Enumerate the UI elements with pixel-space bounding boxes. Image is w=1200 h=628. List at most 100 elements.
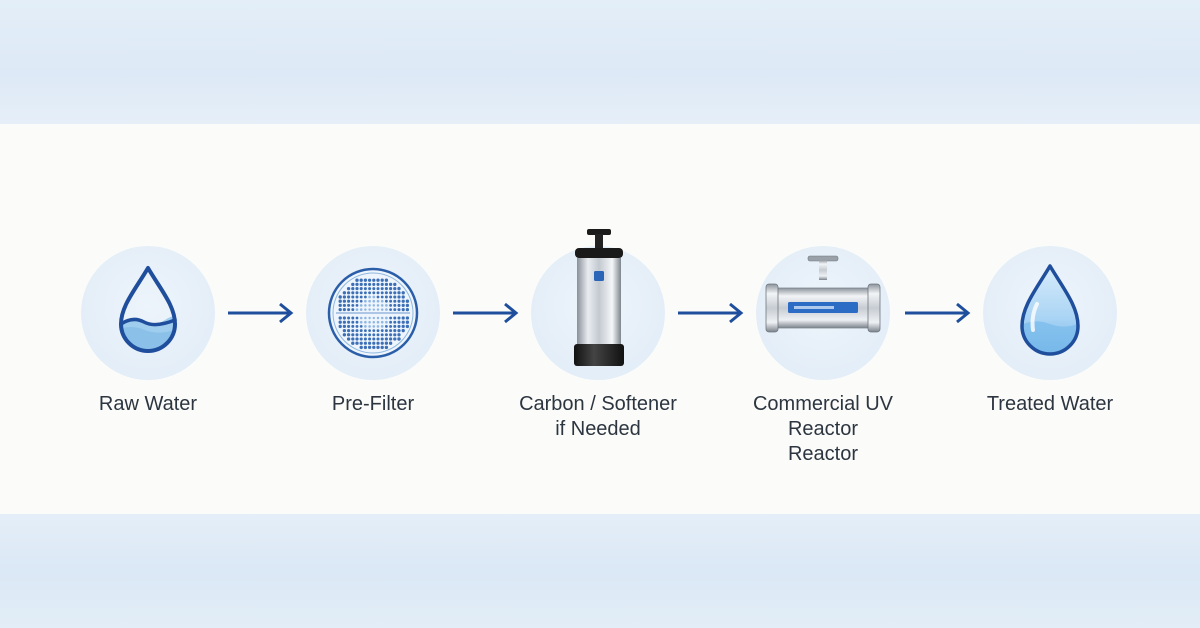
step-label: Carbon / Softener if Needed xyxy=(519,393,677,440)
step-label: Raw Water xyxy=(98,393,198,415)
filter-dot xyxy=(405,324,410,329)
filter-dot xyxy=(389,333,393,337)
filter-dot xyxy=(338,299,342,303)
filter-dot xyxy=(384,287,388,291)
filter-dot xyxy=(380,333,384,337)
filter-dot xyxy=(380,299,384,303)
filter-dot xyxy=(389,299,393,303)
filter-dot xyxy=(359,341,363,345)
filter-dot xyxy=(376,316,380,320)
filter-dot xyxy=(389,329,393,333)
filter-dot xyxy=(389,308,392,311)
filter-dot xyxy=(393,291,397,295)
filter-dot xyxy=(355,324,359,328)
filter-dot xyxy=(389,320,393,324)
filter-dot xyxy=(342,291,347,295)
filter-dot xyxy=(368,299,371,303)
filter-dot xyxy=(355,295,359,299)
step-uv-reactor: Commercial UV Reactor Reactor xyxy=(733,246,913,467)
filter-dot xyxy=(372,333,376,337)
filter-dot xyxy=(347,320,351,324)
filter-dot xyxy=(397,303,401,307)
filter-dot xyxy=(385,316,388,320)
filter-dot xyxy=(376,333,380,337)
filter-dot xyxy=(342,303,346,307)
filter-dot xyxy=(363,345,368,350)
filter-dot xyxy=(380,278,384,282)
filter-dot xyxy=(393,303,397,307)
clean-water-drop-icon xyxy=(1020,264,1080,356)
filter-dot xyxy=(372,299,376,303)
filter-dot xyxy=(380,316,384,320)
step-label: Pre-Filter xyxy=(331,393,415,415)
filter-dot xyxy=(364,316,367,320)
filter-dot xyxy=(401,291,405,295)
filter-dot xyxy=(393,316,397,320)
filter-dot xyxy=(405,307,410,312)
filter-dot xyxy=(359,295,363,299)
filter-dot xyxy=(405,303,410,308)
filter-dot xyxy=(368,320,371,324)
filter-dot xyxy=(347,308,351,312)
filter-dot xyxy=(401,316,405,320)
filter-dot xyxy=(397,316,401,320)
filter-dot xyxy=(397,328,401,333)
filter-dot xyxy=(372,345,376,350)
water-drop-icon xyxy=(119,266,177,353)
filter-dot xyxy=(342,316,346,320)
filter-dot xyxy=(355,333,359,337)
filter-dot xyxy=(380,320,384,324)
filter-dot xyxy=(342,295,347,299)
filter-dot xyxy=(355,320,359,324)
filter-dot xyxy=(347,329,351,333)
filter-dot xyxy=(401,299,405,303)
filter-dot xyxy=(338,303,342,308)
step-circle xyxy=(756,246,890,380)
filter-dot xyxy=(359,325,363,328)
filter-dot xyxy=(389,291,393,295)
filter-dot xyxy=(359,320,363,324)
filter-dot xyxy=(380,341,384,345)
step-treated-water: Treated Water xyxy=(960,246,1140,417)
filter-dot xyxy=(351,320,355,324)
filter-dot xyxy=(338,307,342,312)
filter-dot xyxy=(372,341,376,345)
uv-reactor-icon xyxy=(765,255,881,333)
filter-dot xyxy=(351,324,355,328)
filter-dot xyxy=(351,291,355,295)
filter-dot xyxy=(368,341,372,345)
filter-dot xyxy=(359,282,363,286)
step-label: Treated Water xyxy=(986,393,1114,415)
filter-dot xyxy=(372,282,376,286)
filter-dot xyxy=(355,287,359,291)
filter-dot xyxy=(393,329,397,333)
filter-dot xyxy=(338,316,342,320)
filter-tank-icon xyxy=(574,229,624,366)
filter-dot xyxy=(351,316,355,320)
filter-dot xyxy=(405,299,410,303)
filter-dot xyxy=(380,345,384,350)
filter-dot xyxy=(393,286,397,291)
filter-dot xyxy=(363,291,367,295)
filter-dot xyxy=(372,278,376,282)
filter-dot xyxy=(393,282,397,287)
filter-dot xyxy=(376,325,380,328)
filter-dot xyxy=(376,291,380,295)
filter-dot xyxy=(401,320,405,324)
filter-dot xyxy=(376,295,380,299)
filter-dot xyxy=(380,304,384,307)
filter-dot xyxy=(346,286,351,291)
filter-dot xyxy=(368,287,372,291)
filter-dot xyxy=(359,304,363,307)
step-raw-water: Raw Water xyxy=(58,246,238,417)
filter-dot xyxy=(384,345,389,350)
filter-dot xyxy=(342,328,347,333)
filter-dot xyxy=(355,337,359,341)
bottom-band xyxy=(0,514,1200,628)
step-circle xyxy=(81,246,215,380)
filter-dot xyxy=(401,308,405,312)
filter-dot xyxy=(372,291,376,295)
filter-dot xyxy=(355,291,359,295)
filter-dot xyxy=(397,291,401,295)
filter-dot xyxy=(384,324,388,328)
